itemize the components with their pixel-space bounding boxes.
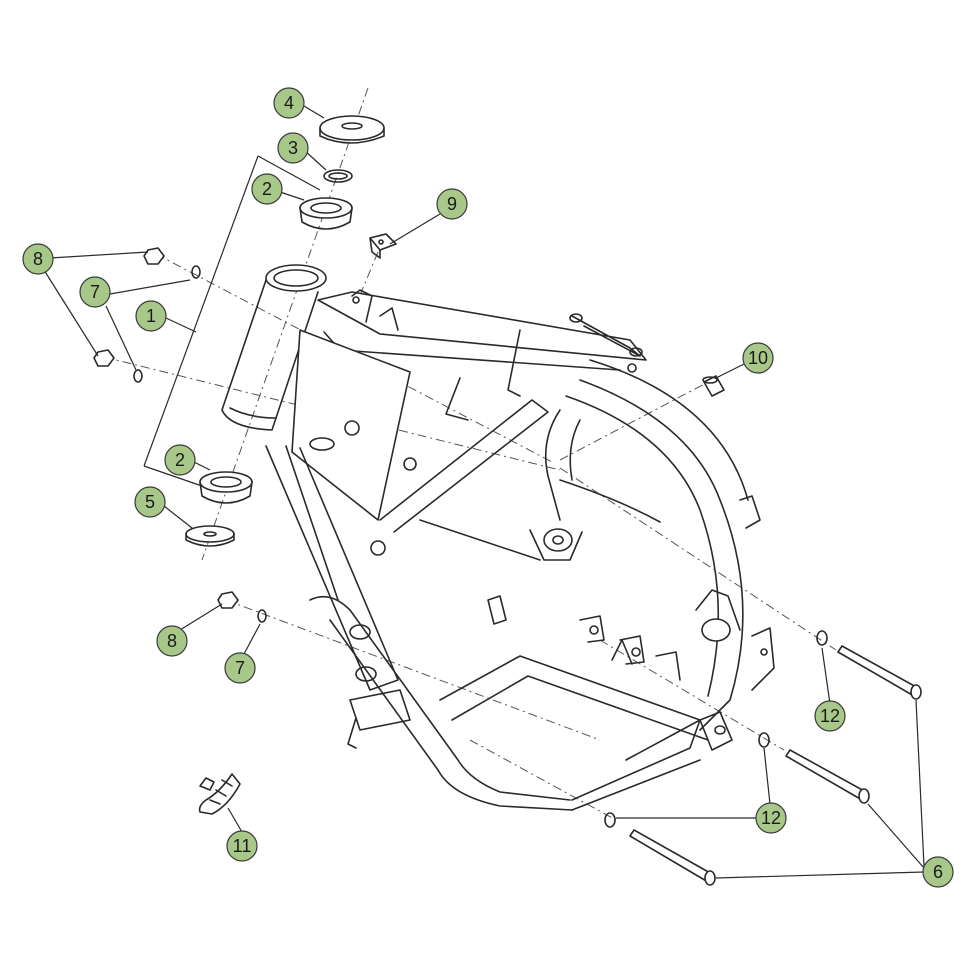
callout-6: 6 — [922, 856, 954, 888]
callout-12-lower-label: 12 — [761, 808, 781, 828]
callout-3: 3 — [277, 132, 309, 164]
callout-2-upper: 2 — [251, 173, 283, 205]
nut-8-middle — [93, 349, 115, 367]
callout-4-label: 4 — [284, 93, 294, 113]
nut-8-lower — [217, 591, 239, 609]
callout-7-lower: 7 — [224, 652, 256, 684]
part-6-bolts — [629, 645, 922, 886]
tab-axis — [357, 251, 379, 301]
nut-8-upper — [143, 247, 165, 265]
callout-11: 11 — [226, 830, 258, 862]
callout-4: 4 — [273, 87, 305, 119]
callout-9: 9 — [436, 188, 468, 220]
washer-12-middle — [758, 732, 770, 748]
callout-5-label: 5 — [145, 492, 155, 512]
callout-12-upper: 12 — [814, 700, 846, 732]
part-3-ring — [323, 169, 353, 183]
callout-7-upper: 7 — [79, 276, 111, 308]
callout-2-lower: 2 — [164, 444, 196, 476]
part-10-spacer — [702, 375, 725, 397]
washer-7-upper — [191, 265, 201, 279]
callout-10: 10 — [742, 342, 774, 374]
nuts-and-washers — [93, 247, 828, 828]
washer-7-lower — [257, 609, 267, 623]
callout-9-label: 9 — [447, 194, 457, 214]
callout-11-label: 11 — [233, 836, 252, 856]
part-2-upper-bearing — [299, 197, 353, 230]
part-9-bracket — [369, 233, 397, 259]
lower-bolt-axis — [225, 599, 601, 741]
callout-6-label: 6 — [933, 862, 943, 882]
callout-8-upper-label: 8 — [33, 249, 43, 269]
washer-12-upper — [816, 630, 828, 646]
bolt-6-middle — [785, 749, 867, 801]
callout-5: 5 — [134, 486, 166, 518]
callout-2-upper-label: 2 — [262, 179, 272, 199]
callout-3-label: 3 — [288, 138, 298, 158]
part-2-lower-bearing — [199, 471, 253, 504]
engine-mount-axis-b — [599, 639, 785, 751]
engine-mount-axis-c — [469, 739, 617, 821]
callout-2-lower-label: 2 — [175, 450, 185, 470]
washer-7-middle — [133, 369, 143, 383]
engine-mount-axis-a — [559, 467, 837, 651]
callout-1: 1 — [135, 300, 167, 332]
callout-7-lower-label: 7 — [235, 658, 245, 678]
callout-7-upper-label: 7 — [90, 282, 100, 302]
leader-lines — [43, 105, 925, 879]
steering-axis — [201, 87, 369, 561]
callout-12-lower: 12 — [755, 802, 787, 834]
callout-12-upper-label: 12 — [820, 706, 840, 726]
callout-8-upper: 8 — [22, 243, 54, 275]
bolt-6-upper — [837, 645, 919, 697]
washer-12-lower — [604, 812, 616, 828]
main-frame — [221, 264, 775, 811]
bolt-6-lower — [629, 829, 713, 883]
part-11-clamp — [198, 773, 241, 815]
part-4-washer — [319, 115, 385, 144]
callout-10-label: 10 — [748, 348, 768, 368]
part-5-washer — [185, 525, 235, 547]
callout-1-label: 1 — [146, 306, 156, 326]
callout-8-lower-label: 8 — [167, 631, 177, 651]
callout-8-lower: 8 — [156, 625, 188, 657]
